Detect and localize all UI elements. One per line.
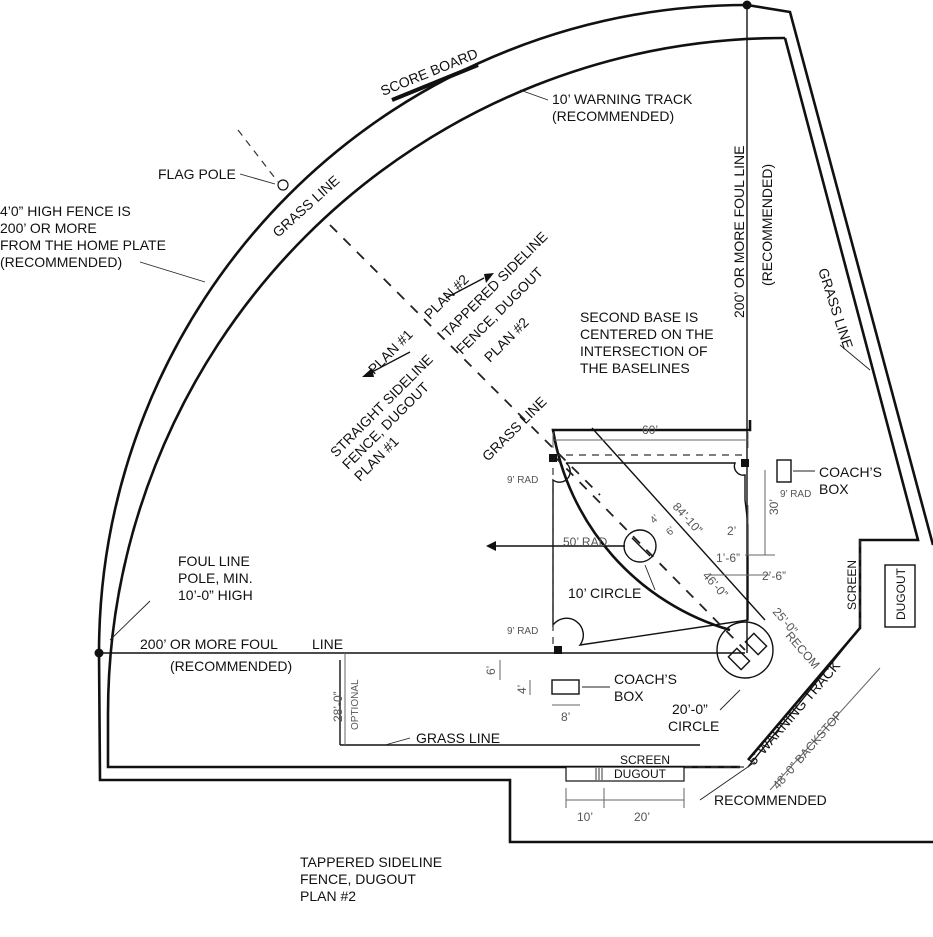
caption-line-3: PLAN #2 bbox=[300, 888, 356, 904]
warning-track-label-2: (RECOMMENDED) bbox=[552, 108, 674, 124]
grass-line-leader bbox=[384, 737, 411, 746]
dim-60: 60’ bbox=[642, 423, 658, 437]
dim-2-6: 2’-6” bbox=[762, 569, 786, 583]
caption-line-2: FENCE, DUGOUT bbox=[300, 871, 416, 887]
dugout-label-bottom: DUGOUT bbox=[614, 767, 667, 781]
foul-line-right-label-1: 200’ OR MORE FOUL LINE bbox=[731, 146, 747, 318]
plan1-arrowhead bbox=[362, 368, 374, 377]
home-plate-circle bbox=[716, 621, 774, 679]
second-base-label-1: SECOND BASE IS bbox=[580, 309, 698, 325]
plan-divider-line bbox=[329, 224, 601, 496]
dim-2: 2’ bbox=[727, 524, 736, 538]
scoreboard-bar bbox=[391, 63, 479, 102]
fence-leader bbox=[139, 261, 206, 283]
foul-pole-leader bbox=[109, 600, 151, 641]
twenty-circle-label-1: 20’-0” bbox=[672, 701, 708, 717]
screen-label-bottom: SCREEN bbox=[620, 753, 670, 767]
grass-line-label-infield: GRASS LINE bbox=[479, 393, 550, 464]
batters-box-left bbox=[727, 647, 751, 671]
outer-fence bbox=[97, 3, 933, 844]
second-base-label-2: CENTERED ON THE bbox=[580, 326, 714, 342]
dim-28: 28’-0” bbox=[331, 691, 345, 722]
dim-4: 4’ bbox=[648, 513, 661, 526]
coachs-box-right bbox=[776, 459, 792, 483]
grass-line-label-bottom: GRASS LINE bbox=[416, 730, 500, 746]
dim-50rad: 50’ RAD. bbox=[563, 535, 611, 549]
coachs-box-right-label-1: COACH’S bbox=[819, 464, 882, 480]
recommended-label: RECOMMENDED bbox=[714, 792, 827, 808]
plan2-arrowhead bbox=[484, 273, 494, 283]
dugout-right bbox=[884, 564, 916, 628]
inner-fence bbox=[106, 36, 786, 769]
dim-1-6: 1’-6” bbox=[716, 551, 740, 565]
fence-label-1: 4’0” HIGH FENCE IS bbox=[0, 203, 131, 219]
coachs-box-left-label-2: BOX bbox=[614, 688, 644, 704]
fence-label-3: FROM THE HOME PLATE bbox=[0, 237, 166, 253]
foul-pole-left bbox=[94, 648, 104, 658]
dim-9rad-top: 9’ RAD bbox=[507, 475, 538, 486]
ten-circle-label: 10’ CIRCLE bbox=[568, 585, 641, 601]
radius-50-arrowhead bbox=[486, 541, 496, 551]
dim-9rad-bottom: 9’ RAD bbox=[507, 626, 538, 637]
caption-line-1: TAPPERED SIDELINE bbox=[300, 854, 442, 870]
dim-8: 8’ bbox=[561, 710, 570, 724]
first-base bbox=[741, 459, 749, 467]
third-base bbox=[554, 646, 562, 654]
foul-line-left-label-b: LINE bbox=[312, 636, 343, 652]
ten-circle-leader bbox=[644, 564, 656, 591]
dim-6: 6’ bbox=[664, 525, 677, 538]
foul-pole-label-2: POLE, MIN. bbox=[178, 570, 253, 586]
coachs-box-left bbox=[551, 679, 580, 695]
diagonal-home-second bbox=[552, 454, 746, 651]
diagonal-dim-84 bbox=[591, 427, 766, 621]
plan1-arrow bbox=[371, 351, 411, 373]
foul-pole-label-3: 10’-0” HIGH bbox=[178, 587, 253, 603]
second-base bbox=[549, 454, 557, 462]
flag-pole-label: FLAG POLE bbox=[158, 166, 236, 182]
batters-box-right bbox=[744, 632, 768, 656]
dim-backstop-line bbox=[769, 667, 881, 791]
dim-10: 10’ bbox=[577, 810, 593, 824]
dim-4b: 4’ bbox=[515, 685, 529, 694]
optional-label: OPTIONAL bbox=[350, 679, 361, 730]
outer-fence-right bbox=[746, 3, 933, 546]
fence-label-2: 200’ OR MORE bbox=[0, 220, 97, 236]
dim-46: 46’-0” bbox=[700, 569, 731, 601]
plan2-arrow bbox=[445, 277, 485, 299]
coachs-box-left-label-1: COACH’S bbox=[614, 671, 677, 687]
dim-9rad-right: 9’ RAD bbox=[780, 489, 811, 500]
warning-track-label-1: 10’ WARNING TRACK bbox=[552, 91, 693, 107]
foul-line-right-label-2: (RECOMMENDED) bbox=[759, 164, 775, 286]
warning-track-leader bbox=[519, 89, 549, 101]
dim-6b: 6’ bbox=[484, 666, 498, 675]
dugout-label-right: DUGOUT bbox=[894, 567, 908, 620]
recommended-leader bbox=[699, 761, 756, 801]
foul-pole-right bbox=[742, 0, 752, 10]
backstop-line bbox=[747, 627, 861, 768]
pitchers-plate bbox=[631, 537, 651, 557]
grass-line-right-leader bbox=[839, 344, 871, 371]
dim-20: 20’ bbox=[634, 810, 650, 824]
dugout-bottom bbox=[565, 766, 685, 782]
flag-pole-line bbox=[237, 129, 279, 183]
second-base-label-3: INTERSECTION OF bbox=[580, 343, 708, 359]
grass-line-label-right: GRASS LINE bbox=[815, 266, 856, 351]
twenty-circle-leader bbox=[719, 689, 741, 711]
foul-line-left-label-a: 200’ OR MORE FOUL bbox=[140, 636, 278, 652]
screen-label-right: SCREEN bbox=[845, 560, 859, 610]
foul-line-left-label-2: (RECOMMENDED) bbox=[170, 658, 292, 674]
second-base-label-4: THE BASELINES bbox=[580, 360, 690, 376]
foul-pole-label-1: FOUL LINE bbox=[178, 553, 250, 569]
twenty-circle-label-2: CIRCLE bbox=[668, 718, 719, 734]
flag-pole-icon bbox=[277, 179, 289, 191]
fence-label-4: (RECOMMENDED) bbox=[0, 254, 122, 270]
flag-pole-leader bbox=[239, 173, 276, 185]
dim-30: 30’ bbox=[767, 499, 781, 515]
infield-square bbox=[552, 462, 749, 646]
coachs-box-right-label-2: BOX bbox=[819, 481, 849, 497]
